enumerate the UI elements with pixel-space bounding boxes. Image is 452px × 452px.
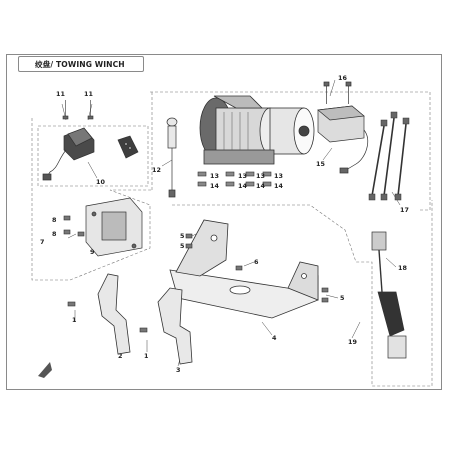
- callout-15: 15: [316, 160, 325, 168]
- wireless-controller-assembly: [42, 127, 139, 181]
- callout-8b: 8: [52, 230, 57, 238]
- callout-5c: 5: [340, 294, 344, 302]
- callout-5a: 5: [180, 232, 184, 240]
- callout-1a: 1: [72, 316, 76, 324]
- callout-14a: 14: [210, 182, 219, 190]
- callout-9: 9: [90, 248, 95, 256]
- callout-12: 12: [152, 166, 161, 174]
- screws-11: [62, 100, 94, 120]
- leader-lines: [61, 79, 401, 367]
- callout-14b: 14: [238, 182, 247, 190]
- diagram-title-box: 绞盘/ TOWING WINCH: [18, 56, 144, 72]
- callout-13a: 13: [210, 172, 219, 180]
- callout-7: 7: [40, 238, 44, 246]
- diagram-title: 绞盘/ TOWING WINCH: [35, 59, 125, 69]
- callout-4: 4: [272, 334, 277, 342]
- callout-6: 6: [254, 258, 259, 266]
- winch-body: [199, 95, 315, 165]
- group-outlines: [31, 91, 433, 387]
- callout-5b: 5: [180, 242, 184, 250]
- callout-2: 2: [118, 352, 122, 360]
- wiring-harness-18: [371, 231, 407, 359]
- diagram-frame: [6, 54, 442, 390]
- callout-10: 10: [96, 178, 105, 186]
- callout-1b: 1: [144, 352, 148, 360]
- winch-mount-plate-4: [169, 219, 319, 319]
- mounting-bolts-13-14: [197, 171, 272, 187]
- fasteners-7-8: [63, 215, 85, 237]
- callout-3: 3: [176, 366, 180, 374]
- orientation-arrow: [38, 362, 52, 378]
- cable-terminals-17: [368, 111, 410, 201]
- callout-16: 16: [338, 74, 347, 82]
- callout-8a: 8: [52, 216, 57, 224]
- power-cables-17: [371, 117, 407, 197]
- right-bracket-3: [157, 287, 193, 365]
- callout-14d: 14: [274, 182, 283, 190]
- callout-13c: 13: [256, 172, 265, 180]
- callout-19: 19: [348, 338, 357, 346]
- callout-18: 18: [398, 264, 407, 272]
- callout-17: 17: [400, 206, 409, 214]
- winch-relay-15: [317, 81, 368, 174]
- callout-13b: 13: [238, 172, 247, 180]
- rocker-switch-12: [166, 117, 178, 198]
- callout-14c: 14: [256, 182, 265, 190]
- callout-13d: 13: [274, 172, 283, 180]
- callout-11b: 11: [84, 90, 93, 98]
- roller-fairlead-9: [85, 197, 143, 257]
- callout-labels: 1 2 1 3 4 5 5 5 6 7 8 8 9 10 11 11 12 13…: [40, 74, 409, 374]
- callout-11a: 11: [56, 90, 65, 98]
- left-bracket-2: [97, 273, 131, 355]
- small-bolts-1-5-6: [67, 233, 329, 333]
